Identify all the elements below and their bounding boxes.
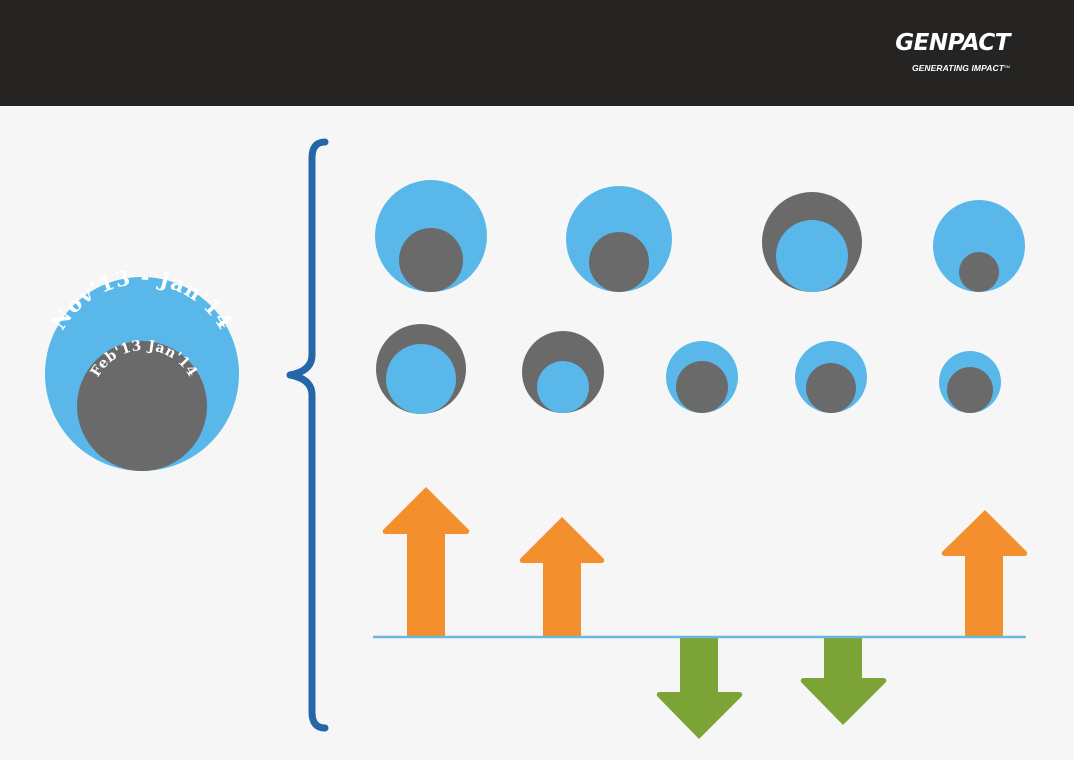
bubble-9 xyxy=(939,351,1001,413)
bubble-row-1 xyxy=(375,180,1025,292)
bubble-4 xyxy=(933,200,1025,292)
genpact-logo: GENPACT GENERATING IMPACT SM xyxy=(880,30,1040,80)
bubble-row-2 xyxy=(376,324,1001,414)
bubble-5 xyxy=(376,324,466,414)
arrow-up-icon xyxy=(519,517,605,636)
bubble-8 xyxy=(795,341,867,413)
bubble-7 xyxy=(666,341,738,413)
brand-name: GENPACT xyxy=(895,30,1010,56)
header-bar: GENPACT GENERATING IMPACT SM xyxy=(0,0,1074,106)
arrow-up-icon xyxy=(941,510,1028,636)
brand-tagline: GENERATING IMPACT xyxy=(911,63,1004,73)
arrow-up-icon xyxy=(382,487,470,636)
bubble-1 xyxy=(375,180,487,292)
legend-circle: Nov'13 - Jan'14 Feb'13 Jan'14 xyxy=(45,264,239,471)
curly-brace-icon xyxy=(286,138,329,732)
legend-inner-circle xyxy=(77,341,207,471)
bubble-6 xyxy=(522,331,604,413)
bubble-2 xyxy=(566,186,672,292)
arrow-down-icon xyxy=(656,638,743,739)
arrow-down-icon xyxy=(800,638,887,725)
service-mark: SM xyxy=(1004,64,1010,69)
bubble-3 xyxy=(762,192,862,292)
